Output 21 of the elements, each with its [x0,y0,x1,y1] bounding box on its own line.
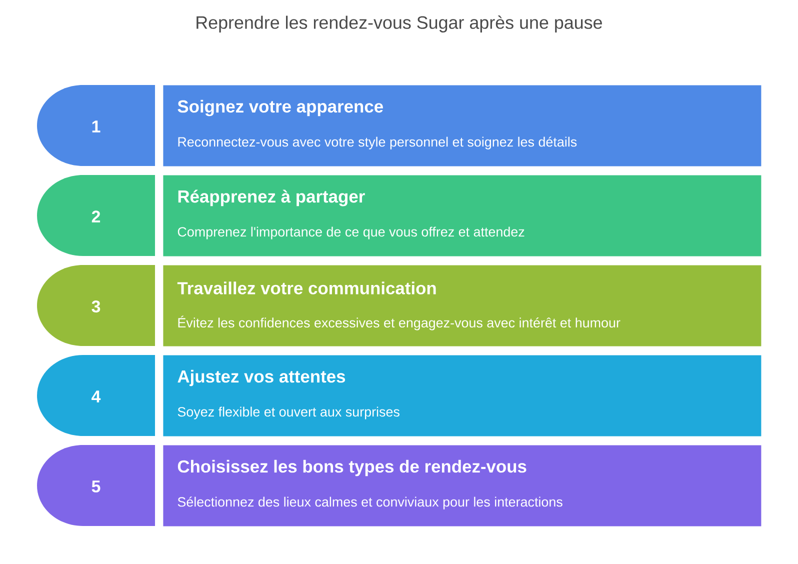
step-bar [163,85,762,166]
step-heading: Soignez votre apparence [178,100,383,116]
step-description: Évitez les confidences excessives et engagez-vous avec intérêt et humour [178,316,620,330]
step-description: Soyez flexible et ouvert aux surprises [178,406,400,420]
step-heading: Choisissez les bons types de rendez-vous [178,460,526,476]
number-tab: 4 [37,355,155,436]
number-tab: 3 [37,265,155,346]
step-bar [163,265,762,346]
step-description: Comprenez l'importance de ce que vous offrez et attendez [178,226,524,240]
number-tab: 5 [37,445,155,526]
step-description: Sélectionnez des lieux calmes et conviviaux pour les interactions [178,496,562,510]
number-tab: 1 [37,85,155,166]
step-heading: Travaillez votre communication [177,282,436,294]
step-heading: Ajustez vos attentes [178,370,346,386]
step-heading: Réapprenez à partager [178,190,365,206]
step-bar [163,175,762,256]
step-bar [163,445,762,526]
number-tab: 2 [37,175,155,256]
step-description: Reconnectez-vous avec votre style personnel et soignez les détails [178,136,577,150]
title: Reprendre les rendez-vous Sugar après une pause [196,16,602,32]
step-bar [163,355,762,436]
